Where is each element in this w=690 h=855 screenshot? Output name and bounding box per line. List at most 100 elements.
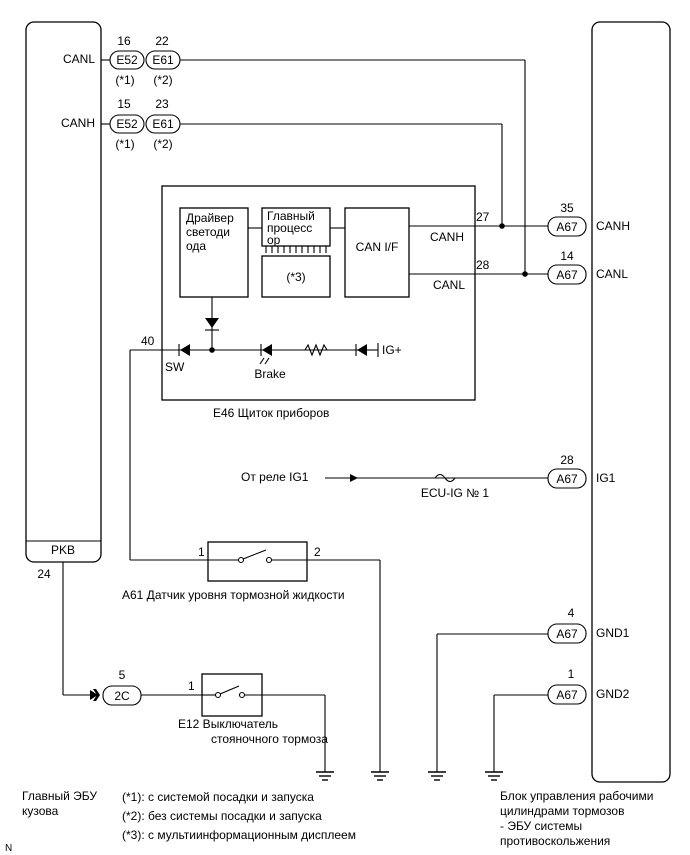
e52-pin: 15 xyxy=(117,97,131,111)
ground-icon xyxy=(485,771,503,781)
e61-connector xyxy=(145,114,181,134)
brake-actuator-ecu xyxy=(591,21,671,783)
canh-junction: E52 E61 15 23 (*1) (*2) xyxy=(101,97,503,226)
corner-mark: N xyxy=(5,843,12,854)
pkb-pin-label: PKB xyxy=(51,543,75,557)
cpu-text-2: процесс xyxy=(267,221,312,235)
footnote-2: (*2): без системы посадки и запуска xyxy=(122,809,322,823)
cpu-text-3: ор xyxy=(267,233,281,247)
fuse-label: ECU-IG № 1 xyxy=(421,486,490,500)
e52-connector xyxy=(109,50,145,70)
note-1: (*1) xyxy=(115,137,134,151)
brake-led-icon xyxy=(262,344,272,356)
svg-text:GND2: GND2 xyxy=(596,687,630,701)
ground-icon xyxy=(428,771,446,781)
sw-label: SW xyxy=(165,360,185,374)
led-driver-text-2: светоди xyxy=(186,225,230,239)
pin-canh: A67 35 CANH xyxy=(547,201,630,237)
canh-pin: 27 xyxy=(476,210,490,224)
switch-icon xyxy=(219,685,240,695)
canl-pin-label: CANL xyxy=(63,52,95,66)
note-2: (*2) xyxy=(153,73,172,87)
brake-label: Brake xyxy=(254,367,286,381)
cpu-text-1: Главный xyxy=(267,209,315,223)
led-driver-block xyxy=(179,207,249,298)
ground-icon xyxy=(371,771,389,781)
meter-caption: E46 Щиток приборов xyxy=(213,406,329,420)
canl-junction: E52 E61 16 22 (*1) (*2) xyxy=(101,34,526,274)
sensor-label: A61 Датчик уровня тормозной жидкости xyxy=(122,588,345,602)
right-ecu-label-3: - ЭБУ системы xyxy=(500,819,582,833)
sw-diode-icon xyxy=(180,344,190,356)
svg-text:28: 28 xyxy=(560,453,574,467)
2c-pin: 5 xyxy=(119,668,126,682)
svg-text:14: 14 xyxy=(560,249,574,263)
can-if-block xyxy=(344,207,410,298)
parking-label-2: стояночного тормоза xyxy=(211,732,328,746)
canh-pin-label: CANH xyxy=(61,116,95,130)
canl-label: CANL xyxy=(433,278,465,292)
e52-label: E52 xyxy=(116,53,138,67)
main-ecu-label-1: Главный ЭБУ xyxy=(22,789,97,803)
note-2: (*2) xyxy=(153,137,172,151)
canl-splice xyxy=(522,271,528,277)
switch-pin-1: 1 xyxy=(188,679,195,693)
e52-pin: 16 xyxy=(117,34,131,48)
resistor-icon xyxy=(300,343,332,357)
e52-connector xyxy=(109,114,145,134)
svg-text:CANL: CANL xyxy=(596,267,628,281)
2c-label: 2C xyxy=(114,689,130,703)
svg-text:4: 4 xyxy=(568,606,575,620)
footnote-3: (*3): с мультиинформационным дисплеем xyxy=(122,828,356,842)
svg-text:1: 1 xyxy=(568,667,575,681)
right-ecu-label-4: противоскольжения xyxy=(500,834,610,848)
ig-label: IG+ xyxy=(382,343,402,357)
canh-splice xyxy=(499,223,505,229)
main-ecu-label-2: кузова xyxy=(22,804,59,818)
switch-icon xyxy=(242,549,267,560)
footnote-1: (*1): с системой посадки и запуска xyxy=(122,790,314,804)
led-driver-text-3: ода xyxy=(186,239,206,253)
led-driver-text-1: Драйвер xyxy=(186,211,234,225)
ig-diode-icon xyxy=(357,344,367,356)
e61-label: E61 xyxy=(152,117,174,131)
e61-connector xyxy=(145,50,181,70)
pkb-pin-number: 24 xyxy=(37,567,51,581)
fuse-icon xyxy=(434,473,456,483)
ig1-supply: От реле IG1 ECU-IG № 1 xyxy=(241,470,548,500)
e52-label: E52 xyxy=(116,117,138,131)
svg-text:A67: A67 xyxy=(556,268,578,282)
e61-pin: 23 xyxy=(155,97,169,111)
main-body-ecu xyxy=(25,21,102,563)
svg-text:GND1: GND1 xyxy=(596,626,630,640)
canl-pin: 28 xyxy=(476,258,490,272)
sensor-pin-2: 2 xyxy=(314,545,321,559)
canh-label: CANH xyxy=(430,230,464,244)
svg-text:A67: A67 xyxy=(556,472,578,486)
svg-text:A67: A67 xyxy=(556,627,578,641)
svg-text:A67: A67 xyxy=(556,688,578,702)
diode-icon xyxy=(205,318,219,328)
arrow-icon xyxy=(90,690,98,700)
cpu-bus-ticks xyxy=(265,246,327,253)
e61-label: E61 xyxy=(152,53,174,67)
svg-text:35: 35 xyxy=(560,201,574,215)
display-note: (*3) xyxy=(286,270,305,284)
right-ecu-label-2: цилиндрами тормозов xyxy=(500,804,624,818)
e61-pin: 22 xyxy=(155,34,169,48)
arrow-icon xyxy=(350,474,358,482)
svg-text:CANH: CANH xyxy=(596,219,630,233)
can-if-label: CAN I/F xyxy=(356,240,399,254)
ground-wires xyxy=(436,633,548,772)
note-1: (*1) xyxy=(115,73,134,87)
cpu-block xyxy=(261,207,331,247)
sensor-pin-1: 1 xyxy=(198,545,205,559)
parking-label-1: E12 Выключатель xyxy=(178,717,278,731)
pin-canl: A67 14 CANL xyxy=(547,249,628,285)
display-block xyxy=(261,255,331,298)
pin-ig1: A67 28 IG1 xyxy=(547,453,616,489)
fluid-level-sensor: 1 2 A61 Датчик уровня тормозной жидкости xyxy=(122,541,381,772)
svg-text:A67: A67 xyxy=(556,220,578,234)
combination-meter: Драйвер светоди ода Главный процесс ор (… xyxy=(129,185,548,560)
